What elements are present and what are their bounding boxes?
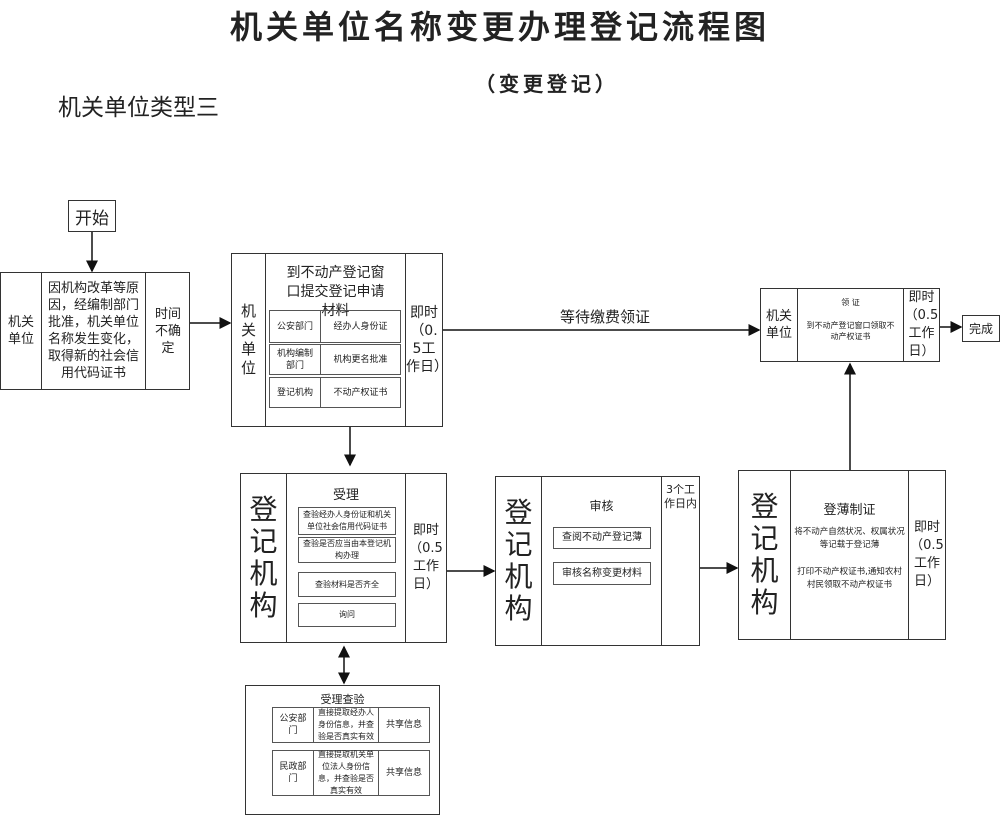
step2-main: 到不动产登记窗口提交登记申请材料 — [266, 254, 406, 426]
step3-main: 领 证 到不动产登记窗口领取不动产权证书 — [798, 289, 904, 361]
step4-item-3: 询问 — [298, 603, 396, 627]
step2-doc-2: 不动产权证书 — [320, 377, 401, 408]
step7-desc-1: 直接提取机关单位法人身份信息，并查验是否真实有效 — [313, 750, 379, 796]
step2-time: 即时（0.5工作日） — [406, 305, 448, 375]
step3-heading: 领 证 — [841, 298, 860, 307]
step5-main: 审核 — [542, 477, 662, 645]
step4-box: 登记机构 受理 即时（0.5工作日） — [240, 473, 447, 643]
step4-item-1: 查验是否应当由本登记机构办理 — [298, 537, 396, 563]
step6-heading: 登薄制证 — [823, 503, 876, 518]
end-node: 完成 — [962, 315, 1000, 342]
type-label: 机关单位类型三 — [58, 95, 219, 121]
step7-desc-0: 直接提取经办人身份信息，并查验是否真实有效 — [313, 707, 379, 743]
step7-share-1: 共享信息 — [378, 750, 430, 796]
step1-actor: 机关单位 — [1, 273, 42, 389]
step3-desc: 到不动产登记窗口领取不动产权证书 — [806, 321, 895, 341]
step3-actor: 机关单位 — [761, 289, 798, 361]
step4-actor: 登记机构 — [249, 493, 278, 622]
step5-time: 3个工作日内 — [664, 483, 697, 510]
step2-actor: 机关单位 — [232, 254, 266, 426]
step2-dept-0: 公安部门 — [269, 310, 321, 343]
step5-item-0: 查阅不动产登记薄 — [553, 527, 651, 549]
step5-actor-cell: 登记机构 — [496, 477, 542, 645]
step4-item-2: 查验材料是否齐全 — [298, 572, 396, 597]
step1-desc: 因机构改革等原因，经编制部门批准，机关单位名称发生变化，取得新的社会信用代码证书 — [42, 273, 146, 389]
page-title: 机关单位名称变更办理登记流程图 — [229, 8, 770, 46]
step6-actor: 登记机构 — [750, 490, 779, 619]
step7-dept-1: 民政部门 — [272, 750, 314, 796]
step2-heading: 到不动产登记窗口提交登记申请材料 — [286, 265, 385, 319]
start-node: 开始 — [68, 200, 116, 232]
wait-label: 等待缴费领证 — [560, 308, 651, 326]
step1-box: 机关单位 因机构改革等原因，经编制部门批准，机关单位名称发生变化，取得新的社会信… — [0, 272, 190, 390]
step7-heading: 受理查验 — [320, 693, 365, 706]
step4-heading: 受理 — [332, 488, 359, 503]
step6-main: 登薄制证 将不动产自然状况、权属状况等记载于登记薄 打印不动产权证书,通知农村村… — [791, 471, 909, 639]
step6-box: 登记机构 登薄制证 将不动产自然状况、权属状况等记载于登记薄 打印不动产权证书,… — [738, 470, 946, 640]
step6-time: 即时（0.5工作日） — [910, 520, 944, 589]
step2-box: 机关单位 到不动产登记窗口提交登记申请材料 即时（0.5工作日） — [231, 253, 448, 427]
step5-actor: 登记机构 — [504, 496, 533, 625]
step5-item-1: 审核名称变更材料 — [553, 562, 651, 585]
step6-desc1: 将不动产自然状况、权属状况等记载于登记薄 — [794, 527, 905, 550]
step2-doc-0: 经办人身份证 — [320, 310, 401, 343]
step2-dept-1: 机构编制部门 — [269, 344, 321, 375]
step4-time: 即时（0.5工作日） — [409, 523, 443, 592]
step2-doc-1: 机构更名批准 — [320, 344, 401, 375]
step6-desc2: 打印不动产权证书,通知农村村民领取不动产权证书 — [797, 567, 902, 590]
step3-time: 即时（0.5工作日） — [904, 290, 939, 359]
step3-box: 机关单位 领 证 到不动产登记窗口领取不动产权证书 即时（0.5工作日） — [760, 288, 940, 362]
step6-actor-cell: 登记机构 — [739, 471, 791, 639]
step4-main: 受理 — [287, 474, 406, 642]
step7-share-0: 共享信息 — [378, 707, 430, 743]
step5-heading: 审核 — [589, 499, 614, 513]
step7-dept-0: 公安部门 — [272, 707, 314, 743]
step4-actor-cell: 登记机构 — [241, 474, 287, 642]
step4-item-0: 查验经办人身份证和机关单位社会信用代码证书 — [298, 507, 396, 535]
subtitle: （变更登记） — [475, 72, 619, 96]
step2-dept-2: 登记机构 — [269, 377, 321, 408]
step1-time: 时间不确定 — [154, 306, 181, 356]
step5-box: 登记机构 审核 3个工作日内 — [495, 476, 700, 646]
